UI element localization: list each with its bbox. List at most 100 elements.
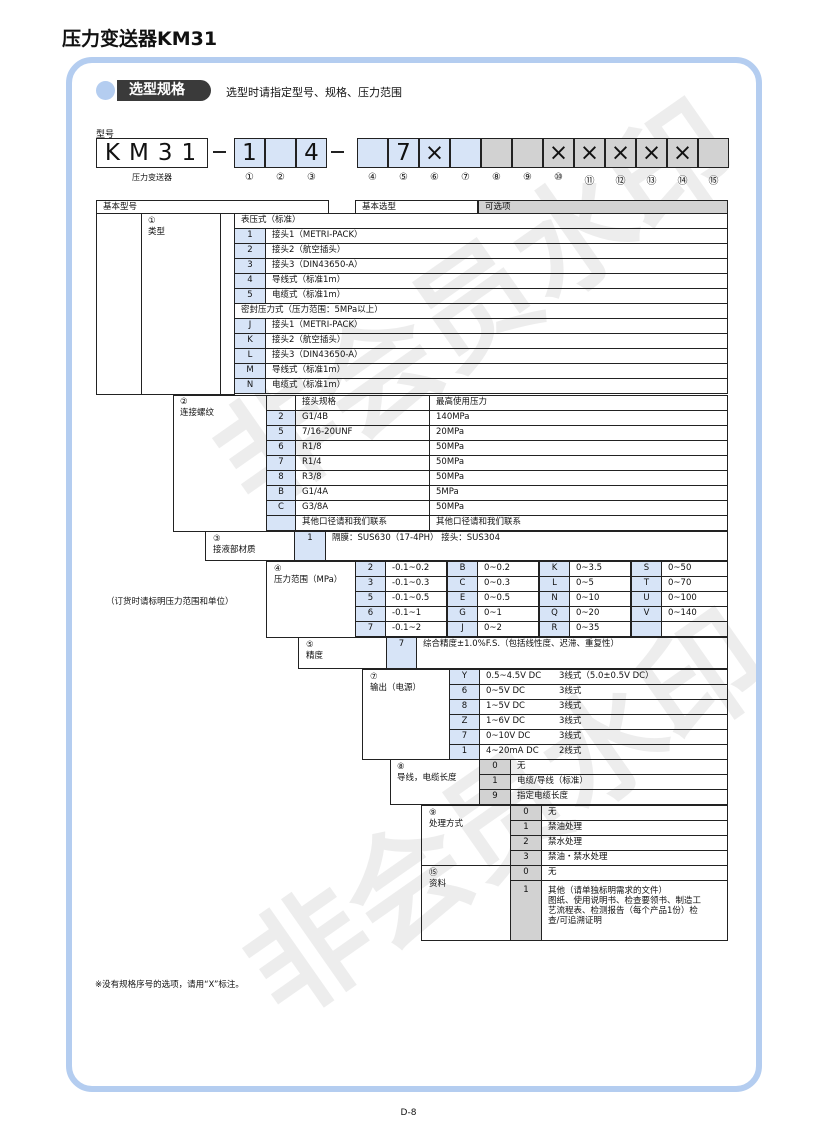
g8-option: 指定电缆长度: [510, 789, 728, 805]
g7-signal: 4~20mA DC: [479, 744, 554, 760]
header-options: 可选项: [478, 200, 728, 214]
g2-title: 连接螺纹: [180, 408, 215, 418]
g1-code: 4: [234, 273, 266, 289]
g1-option: 接头1（METRI-PACK）: [265, 228, 728, 244]
page-title: 压力变送器KM31: [62, 28, 218, 50]
g2-pressure: 50MPa: [429, 440, 728, 456]
content-frame: [66, 57, 762, 1092]
g15-title: 资料: [429, 879, 447, 889]
g4-code: [631, 621, 662, 637]
g4-code: G: [447, 606, 478, 622]
g9-option: 禁水处理: [541, 835, 728, 851]
model-segment-13: ×: [636, 138, 667, 168]
segment-number-4: ④: [368, 172, 377, 183]
g2-col-pressure: 最高使用压力: [429, 395, 728, 411]
g15-other-docs: 其他（请单独标明需求的文件）图纸、使用说明书、检查要领书、制造工艺流程表、检测报…: [541, 880, 728, 941]
g4-num: ④: [274, 564, 282, 574]
g1-option: 接头1（METRI-PACK）: [265, 318, 728, 334]
g2-pressure: 50MPa: [429, 500, 728, 516]
segment-number-3: ③: [307, 172, 316, 183]
g15-docs-line: 查/可追溯证明: [548, 916, 602, 926]
segment-number-9: ⑨: [523, 172, 532, 183]
g2-pressure: 50MPa: [429, 470, 728, 486]
model-segment-7: [450, 138, 481, 168]
g1-code: J: [234, 318, 266, 334]
g1-code: 5: [234, 288, 266, 304]
g2-pressure: 5MPa: [429, 485, 728, 501]
g4-code: L: [539, 576, 570, 592]
g1-option: 导线式（标准1m）: [265, 273, 728, 289]
g2-blank-header: [266, 395, 296, 411]
g1-num: ①: [148, 216, 156, 226]
segment-number-7: ⑦: [461, 172, 470, 183]
section-description: 选型时请指定型号、规格、压力范围: [226, 86, 402, 99]
model-segment-10: ×: [543, 138, 574, 168]
g2-pressure: 其他口径请和我们联系: [429, 515, 728, 531]
model-segment-4: [357, 138, 388, 168]
g4-range: -0.1~0.3: [385, 576, 447, 592]
g2-spec: G1/4A: [295, 485, 430, 501]
g7-code: 7: [449, 729, 480, 745]
g4-code: R: [539, 621, 570, 637]
g4-code: S: [631, 561, 662, 577]
g2-code: 5: [266, 425, 296, 441]
g2-code: C: [266, 500, 296, 516]
g2-num: ②: [180, 397, 188, 407]
g4-range: [661, 621, 728, 637]
g4-code: U: [631, 591, 662, 607]
model-segment-9: [512, 138, 543, 168]
model-segment-3: 4: [296, 138, 327, 168]
g4-range: -0.1~1: [385, 606, 447, 622]
g4-code: V: [631, 606, 662, 622]
g1-option: 接头3（DIN43650-A）: [265, 348, 728, 364]
g7-title: 输出（电源）: [370, 683, 422, 693]
g7-signal: 0~10V DC: [479, 729, 554, 745]
g9-code: 0: [510, 805, 542, 821]
g2-pressure: 50MPa: [429, 455, 728, 471]
g1-code: 1: [234, 228, 266, 244]
g4-range: 0~0.3: [477, 576, 539, 592]
g1-code: 2: [234, 243, 266, 259]
g4-title: 压力范围（MPa）: [274, 575, 343, 585]
g4-code: 5: [355, 591, 386, 607]
model-segment-8: [481, 138, 512, 168]
g8-code: 1: [479, 774, 511, 790]
g4-range: 0~0.5: [477, 591, 539, 607]
g4-side-note: （订货时请标明压力范围和单位）: [106, 597, 234, 607]
section-badge: 选型规格: [117, 80, 211, 101]
g4-code: Q: [539, 606, 570, 622]
g2-spec: G1/4B: [295, 410, 430, 426]
g4-code: E: [447, 591, 478, 607]
g7-wire: 3线式: [553, 714, 728, 730]
g8-num: ⑧: [397, 762, 405, 772]
segment-number-12: ⑫: [615, 176, 626, 187]
g2-col-spec: 接头规格: [295, 395, 430, 411]
g7-signal: 0~5V DC: [479, 684, 554, 700]
g1-subheader-2: 密封压力式（压力范围：5MPa以上）: [234, 303, 728, 319]
g8-code: 9: [479, 789, 511, 805]
g4-code: 2: [355, 561, 386, 577]
g4-range: 0~5: [569, 576, 631, 592]
model-segment-12: ×: [605, 138, 636, 168]
g1-option: 接头2（航空插头）: [265, 243, 728, 259]
g2-pressure: 20MPa: [429, 425, 728, 441]
g1-option: 电缆式（标准1m）: [265, 288, 728, 304]
g7-wire: 3线式: [553, 699, 728, 715]
g1-code: M: [234, 363, 266, 379]
g1-option: 导线式（标准1m）: [265, 363, 728, 379]
g4-code: 3: [355, 576, 386, 592]
model-main-sub: 压力变送器: [132, 173, 172, 182]
g7-code: 6: [449, 684, 480, 700]
model-segment-2: [265, 138, 296, 168]
g5-accuracy: 综合精度±1.0%F.S.（包括线性度、迟滞、重复性）: [416, 637, 728, 669]
g8-option: 无: [510, 759, 728, 775]
g9-code: 3: [510, 850, 542, 866]
g4-range: 0~10: [569, 591, 631, 607]
header-basic-selection: 基本选型: [355, 200, 478, 214]
g7-num: ⑦: [370, 672, 378, 682]
g2-spec: R3/8: [295, 470, 430, 486]
model-segment-11: ×: [574, 138, 605, 168]
g4-range: 0~50: [661, 561, 728, 577]
g4-range: -0.1~2: [385, 621, 447, 637]
g1-code: K: [234, 333, 266, 349]
